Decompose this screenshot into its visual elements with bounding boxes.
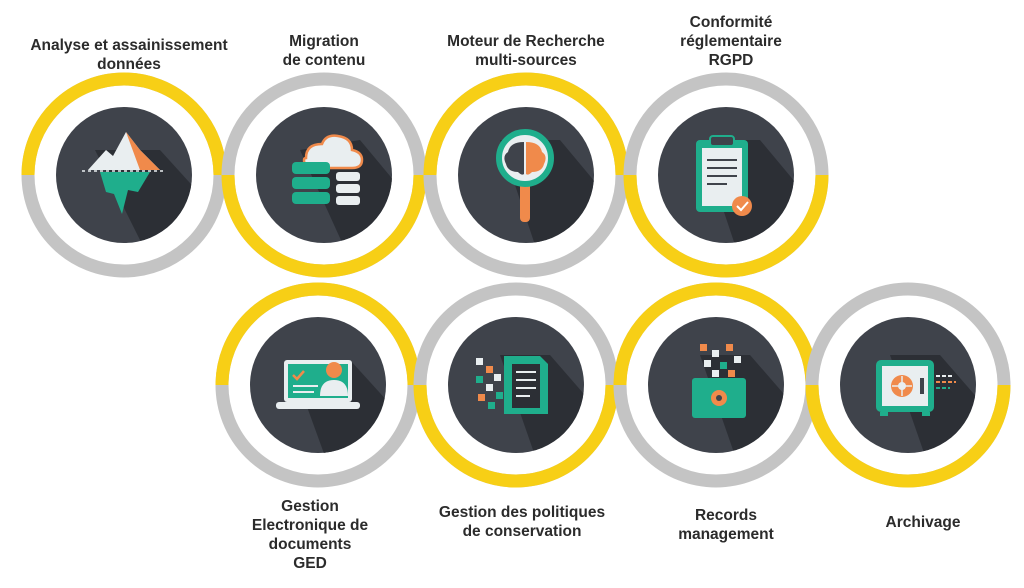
cloud-database-icon: [292, 134, 364, 205]
item-analyse: [21, 72, 227, 278]
item-politiques: [413, 282, 619, 488]
ring-highlight-analyse: [21, 72, 227, 176]
label-records: Records management: [656, 506, 796, 544]
label-moteur: Moteur de Recherche multi-sources: [426, 32, 626, 70]
label-archivage: Archivage: [858, 513, 988, 532]
label-line: Moteur de Recherche: [447, 33, 605, 50]
document-pixels-icon: [476, 356, 548, 414]
iceberg-icon: [82, 132, 166, 214]
label-line: Gestion des politiques: [438, 504, 606, 521]
label-line: GED: [293, 555, 327, 572]
label-line: Migration: [289, 33, 359, 50]
label-migration: Migration de contenu: [244, 32, 404, 70]
label-line: Electronique de: [251, 517, 369, 534]
label-line: Conformité: [689, 14, 773, 31]
label-line: de conservation: [462, 523, 582, 540]
item-migration: [221, 72, 427, 278]
label-politiques: Gestion des politiques de conservation: [412, 503, 632, 541]
magnifier-brain-icon: [496, 129, 554, 222]
ring-highlight-conformite: [623, 174, 829, 278]
label-line: documents: [268, 536, 352, 553]
ring-highlight-archivage: [805, 384, 1011, 488]
label-line: de contenu: [282, 52, 366, 69]
ring-highlight-moteur: [423, 72, 629, 176]
safe-icon: [876, 360, 956, 416]
item-records: [613, 282, 819, 488]
item-conformite: [623, 72, 829, 278]
label-line: données: [97, 56, 161, 73]
item-archivage: [805, 282, 1011, 488]
laptop-user-icon: [276, 360, 360, 409]
item-ged: [215, 282, 421, 488]
label-line: Gestion: [281, 498, 339, 515]
clipboard-badge-icon: [696, 135, 752, 216]
ring-highlight-ged: [215, 282, 421, 386]
ring-highlight-politiques: [413, 384, 619, 488]
label-line: RGPD: [708, 52, 754, 69]
ring-highlight-records: [613, 282, 819, 386]
item-moteur: [423, 72, 629, 278]
label-line: multi-sources: [475, 52, 577, 69]
label-conformite: Conformité réglementaire RGPD: [656, 13, 806, 70]
label-analyse: Analyse et assainissement données: [4, 36, 254, 74]
folder-pixels-icon: [692, 344, 746, 418]
label-ged: Gestion Electronique de documents GED: [230, 497, 390, 573]
ring-highlight-migration: [221, 174, 427, 278]
label-line: Records: [694, 507, 758, 524]
label-line: Analyse et assainissement: [30, 37, 228, 54]
label-line: Archivage: [885, 514, 961, 531]
label-line: management: [678, 526, 774, 543]
label-line: réglementaire: [680, 33, 782, 50]
